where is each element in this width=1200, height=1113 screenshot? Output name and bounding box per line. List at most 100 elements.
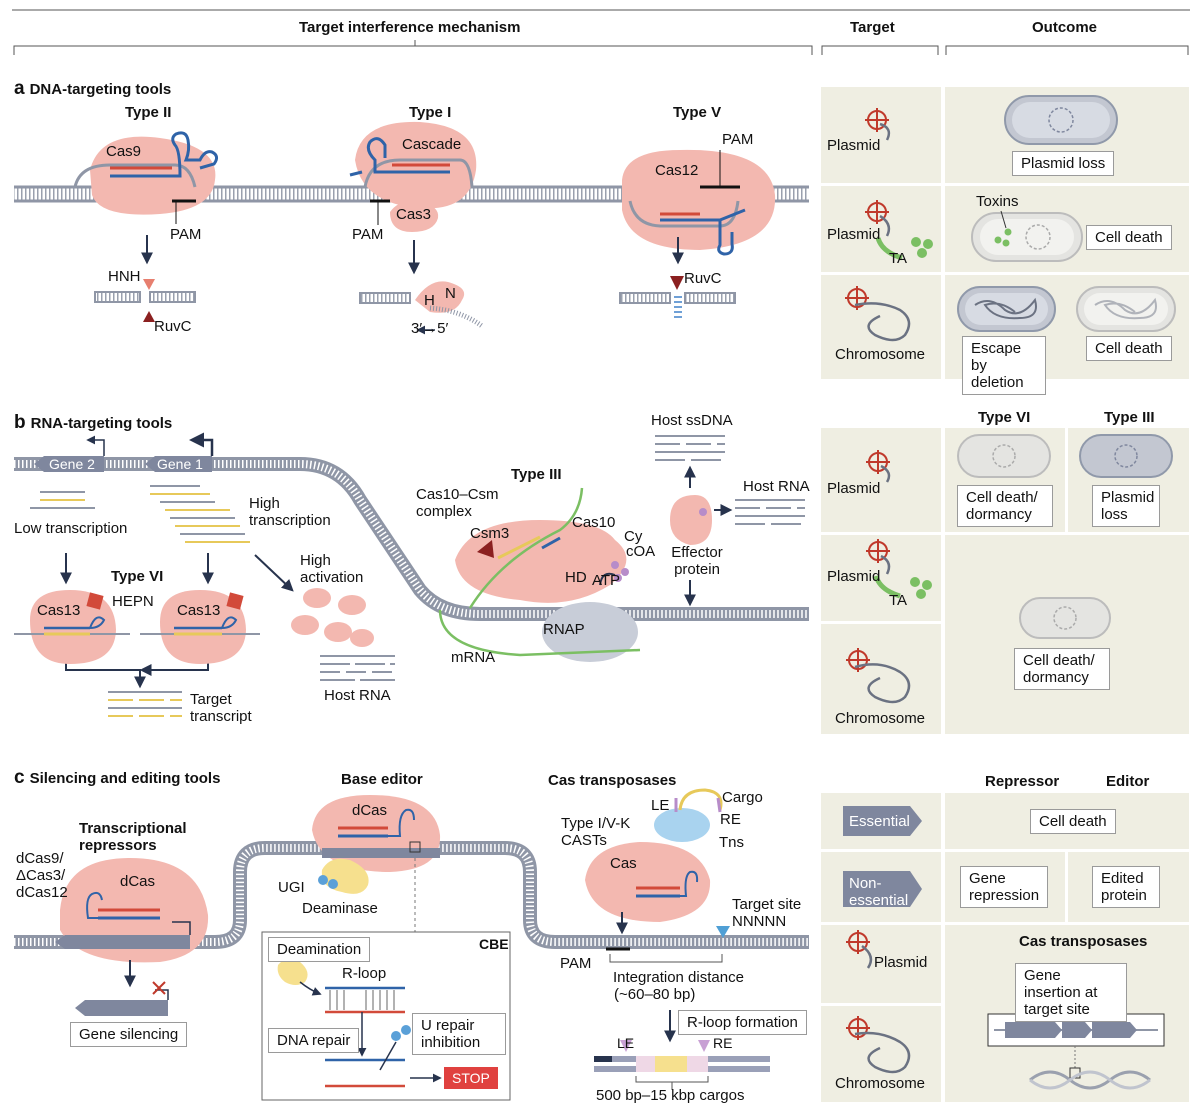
cas3-label: Cas3 (396, 206, 432, 223)
a-row2-target: Plasmid (827, 226, 881, 243)
transposase-pam-label: PAM (560, 955, 592, 972)
target-transcript-label: Target transcript (190, 691, 252, 725)
cas13-label-1: Cas13 (37, 602, 81, 619)
cas12-label: Cas12 (655, 162, 699, 179)
distance-label: (~60–80 bp) (614, 986, 696, 1003)
arrows-a (141, 235, 684, 275)
c-row3-target: Plasmid (874, 954, 928, 971)
le-label: LE (651, 797, 670, 814)
hepn-label: HEPN (112, 593, 154, 610)
header-mechanism: Target interference mechanism (299, 19, 521, 36)
section-a-letter: a (14, 78, 25, 99)
section-b-letter: b (14, 412, 26, 433)
cas12-complex (622, 149, 776, 256)
b-row3-target: Chromosome (835, 710, 926, 727)
gene1-label: Gene 1 (157, 456, 203, 472)
outcome-icons-a (845, 95, 1176, 342)
cas13-complexes (14, 590, 260, 664)
host-rna-left-label: Host RNA (324, 687, 391, 704)
a-row3-target: Chromosome (835, 346, 926, 363)
effector-label: Effector protein (671, 544, 723, 578)
nnnnn-label: NNNNN (732, 913, 787, 930)
activated-cas13 (291, 588, 374, 647)
cas3-n-label: N (445, 285, 456, 302)
repressor-complex (55, 858, 209, 1016)
transposase-complex (585, 788, 770, 1090)
ugi-label: UGI (278, 879, 305, 896)
b-row2-ta: TA (889, 592, 908, 609)
cbe-label: CBE (479, 936, 509, 952)
csm-complex-label: Cas10–Csm complex (416, 486, 499, 520)
rloop-label: R-loop (342, 965, 387, 982)
b-row2-target: Plasmid (827, 568, 881, 585)
base-editor-complex (312, 795, 441, 1100)
type2-ruvc-label: RuvC (154, 318, 192, 335)
type2-pam-label: PAM (170, 226, 202, 243)
cas9-complex (73, 131, 219, 224)
u-repair-box: U repair inhibition (412, 1013, 506, 1055)
repressors-title: Transcriptional repressors (79, 820, 187, 854)
mrna-label: mRNA (451, 649, 496, 666)
high-activation-label: High activation (300, 552, 364, 586)
b-row1-outcome-type6: Cell death/ dormancy (957, 485, 1053, 527)
casts-label: Type I/V-K CASTs (561, 815, 631, 849)
type1-title: Type I (409, 104, 452, 121)
repressor-variants-label: dCas9/ ΔCas3/ dCas12 (16, 850, 68, 901)
host-ssdna-label: Host ssDNA (651, 412, 733, 429)
type6-title: Type VI (111, 568, 164, 585)
csm3-label: Csm3 (470, 525, 510, 542)
cascade-complex (349, 121, 477, 232)
c-outcome-header-editor: Editor (1106, 773, 1150, 790)
c-row4-target: Chromosome (835, 1075, 926, 1092)
rna-fragments-b (108, 435, 805, 717)
base-editor-title: Base editor (341, 771, 423, 788)
re-label: RE (720, 811, 741, 828)
c-row2-outcome-repressor: Gene repression (960, 866, 1048, 908)
a-row3-outcome-death: Cell death (1086, 336, 1172, 361)
host-rna-right-label: Host RNA (743, 478, 810, 495)
cascade-label: Cascade (402, 136, 462, 153)
cas9-label: Cas9 (106, 143, 142, 160)
type5-pam-label: PAM (722, 131, 754, 148)
type1-pam-label: PAM (352, 226, 384, 243)
a-row3-outcome-escape: Escape by deletion (962, 336, 1046, 395)
c-outcome-header-transposases: Cas transposases (1019, 933, 1148, 950)
section-c-label: Silencing and editing tools (29, 770, 221, 787)
b-row1-target: Plasmid (827, 480, 881, 497)
cy-label: Cy (624, 528, 643, 545)
cargos-label: 500 bp–15 kbp cargos (596, 1087, 745, 1104)
type2-title: Type II (125, 104, 172, 121)
rloop-formation-box: R-loop formation (678, 1010, 807, 1035)
c-outcome-header-repressor: Repressor (985, 773, 1060, 790)
a-row1-target: Plasmid (827, 137, 881, 154)
header-target: Target (850, 19, 895, 36)
integration-label: Integration distance (613, 969, 744, 986)
gene-silencing-box: Gene silencing (70, 1022, 188, 1047)
hd-label: HD (565, 569, 587, 586)
deaminase-label: Deaminase (302, 900, 378, 917)
c-row2-target: Non-essential (849, 875, 909, 909)
tns-label: Tns (719, 834, 745, 851)
dna-repair-box: DNA repair (268, 1028, 360, 1053)
repressor-dcas-label: dCas (120, 873, 156, 890)
cas-label: Cas (610, 855, 637, 872)
b-row2-outcome: Cell death/ dormancy (1014, 648, 1110, 690)
section-c-letter: c (14, 767, 25, 788)
type3-title: Type III (511, 466, 562, 483)
stop-badge: STOP (444, 1067, 498, 1089)
transcripts-b (30, 485, 250, 543)
cleavage-products-a (94, 276, 736, 335)
cargo-label: Cargo (722, 789, 763, 806)
gene2-label: Gene 2 (49, 456, 95, 472)
high-transcription-label: High transcription (249, 495, 331, 529)
b-outcome-header-type6: Type VI (978, 409, 1031, 426)
section-a-label: DNA-targeting tools (29, 81, 172, 98)
direction-label: 3′→5′ (411, 320, 449, 337)
dna-strand-b (14, 432, 809, 621)
coa-label: cOA (626, 543, 656, 560)
rnap-label: RNAP (543, 621, 585, 638)
